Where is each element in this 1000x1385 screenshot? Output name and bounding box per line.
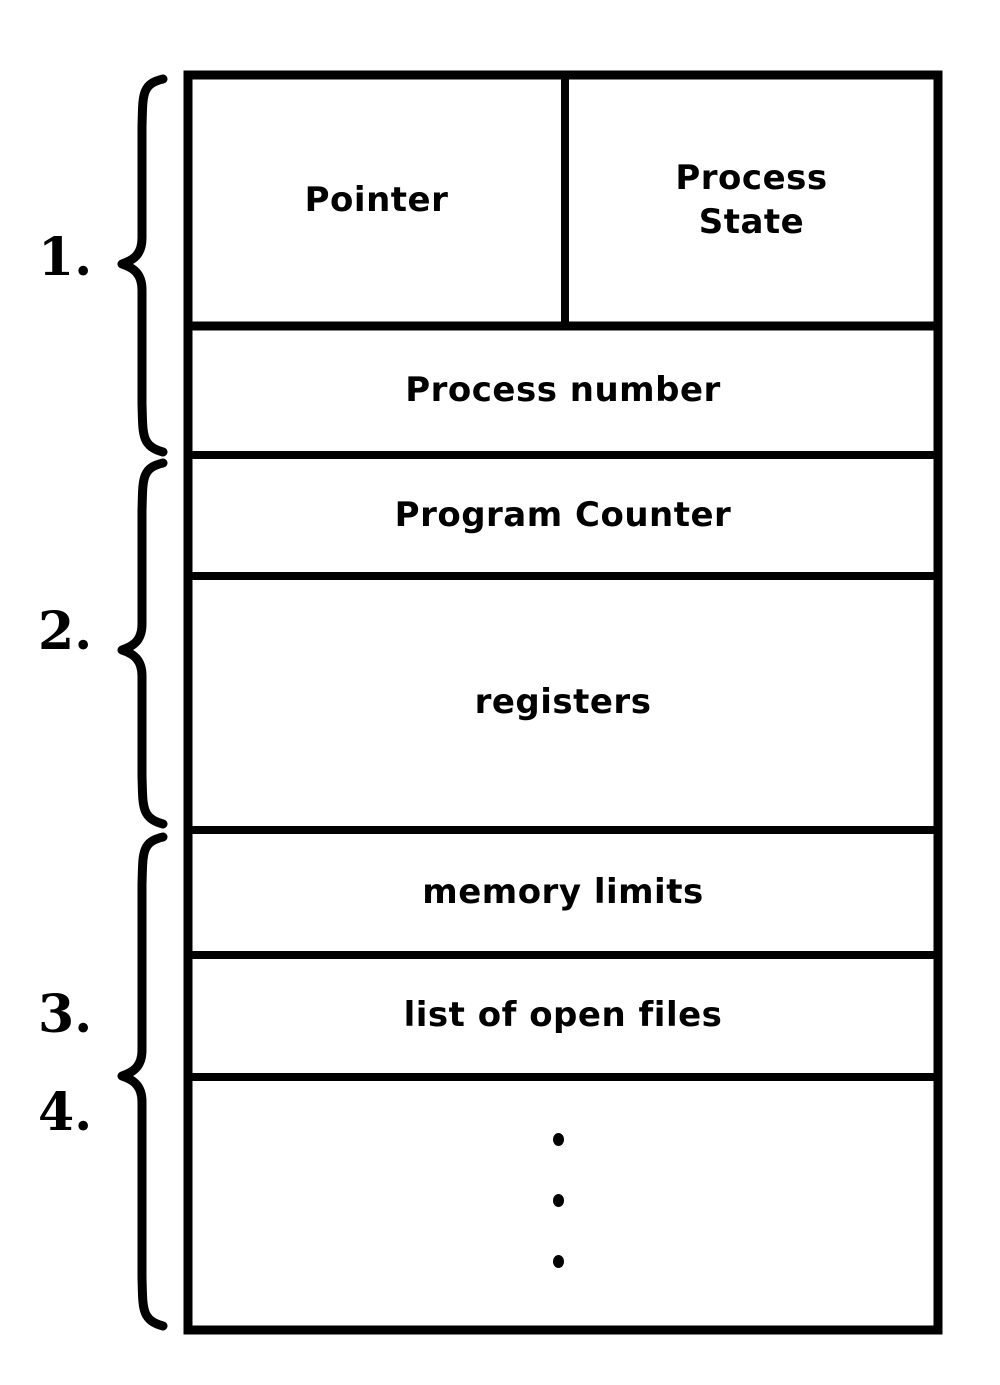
brace-group-2	[117, 458, 168, 829]
brace-group-1	[117, 74, 168, 457]
table-outline	[183, 70, 943, 1335]
group-number-2: 2.	[38, 601, 93, 662]
ellipsis-dot-1	[553, 1133, 564, 1146]
group-number-1: 1.	[38, 227, 93, 288]
brace-group-3	[117, 832, 168, 1331]
ellipsis-dot-3	[553, 1255, 564, 1268]
group-number-4: 4.	[38, 1082, 93, 1143]
ellipsis-dot-2	[553, 1194, 564, 1207]
group-number-3: 3.	[38, 984, 93, 1045]
cell-ellipsis	[188, 1077, 938, 1330]
group-braces	[117, 74, 168, 1331]
